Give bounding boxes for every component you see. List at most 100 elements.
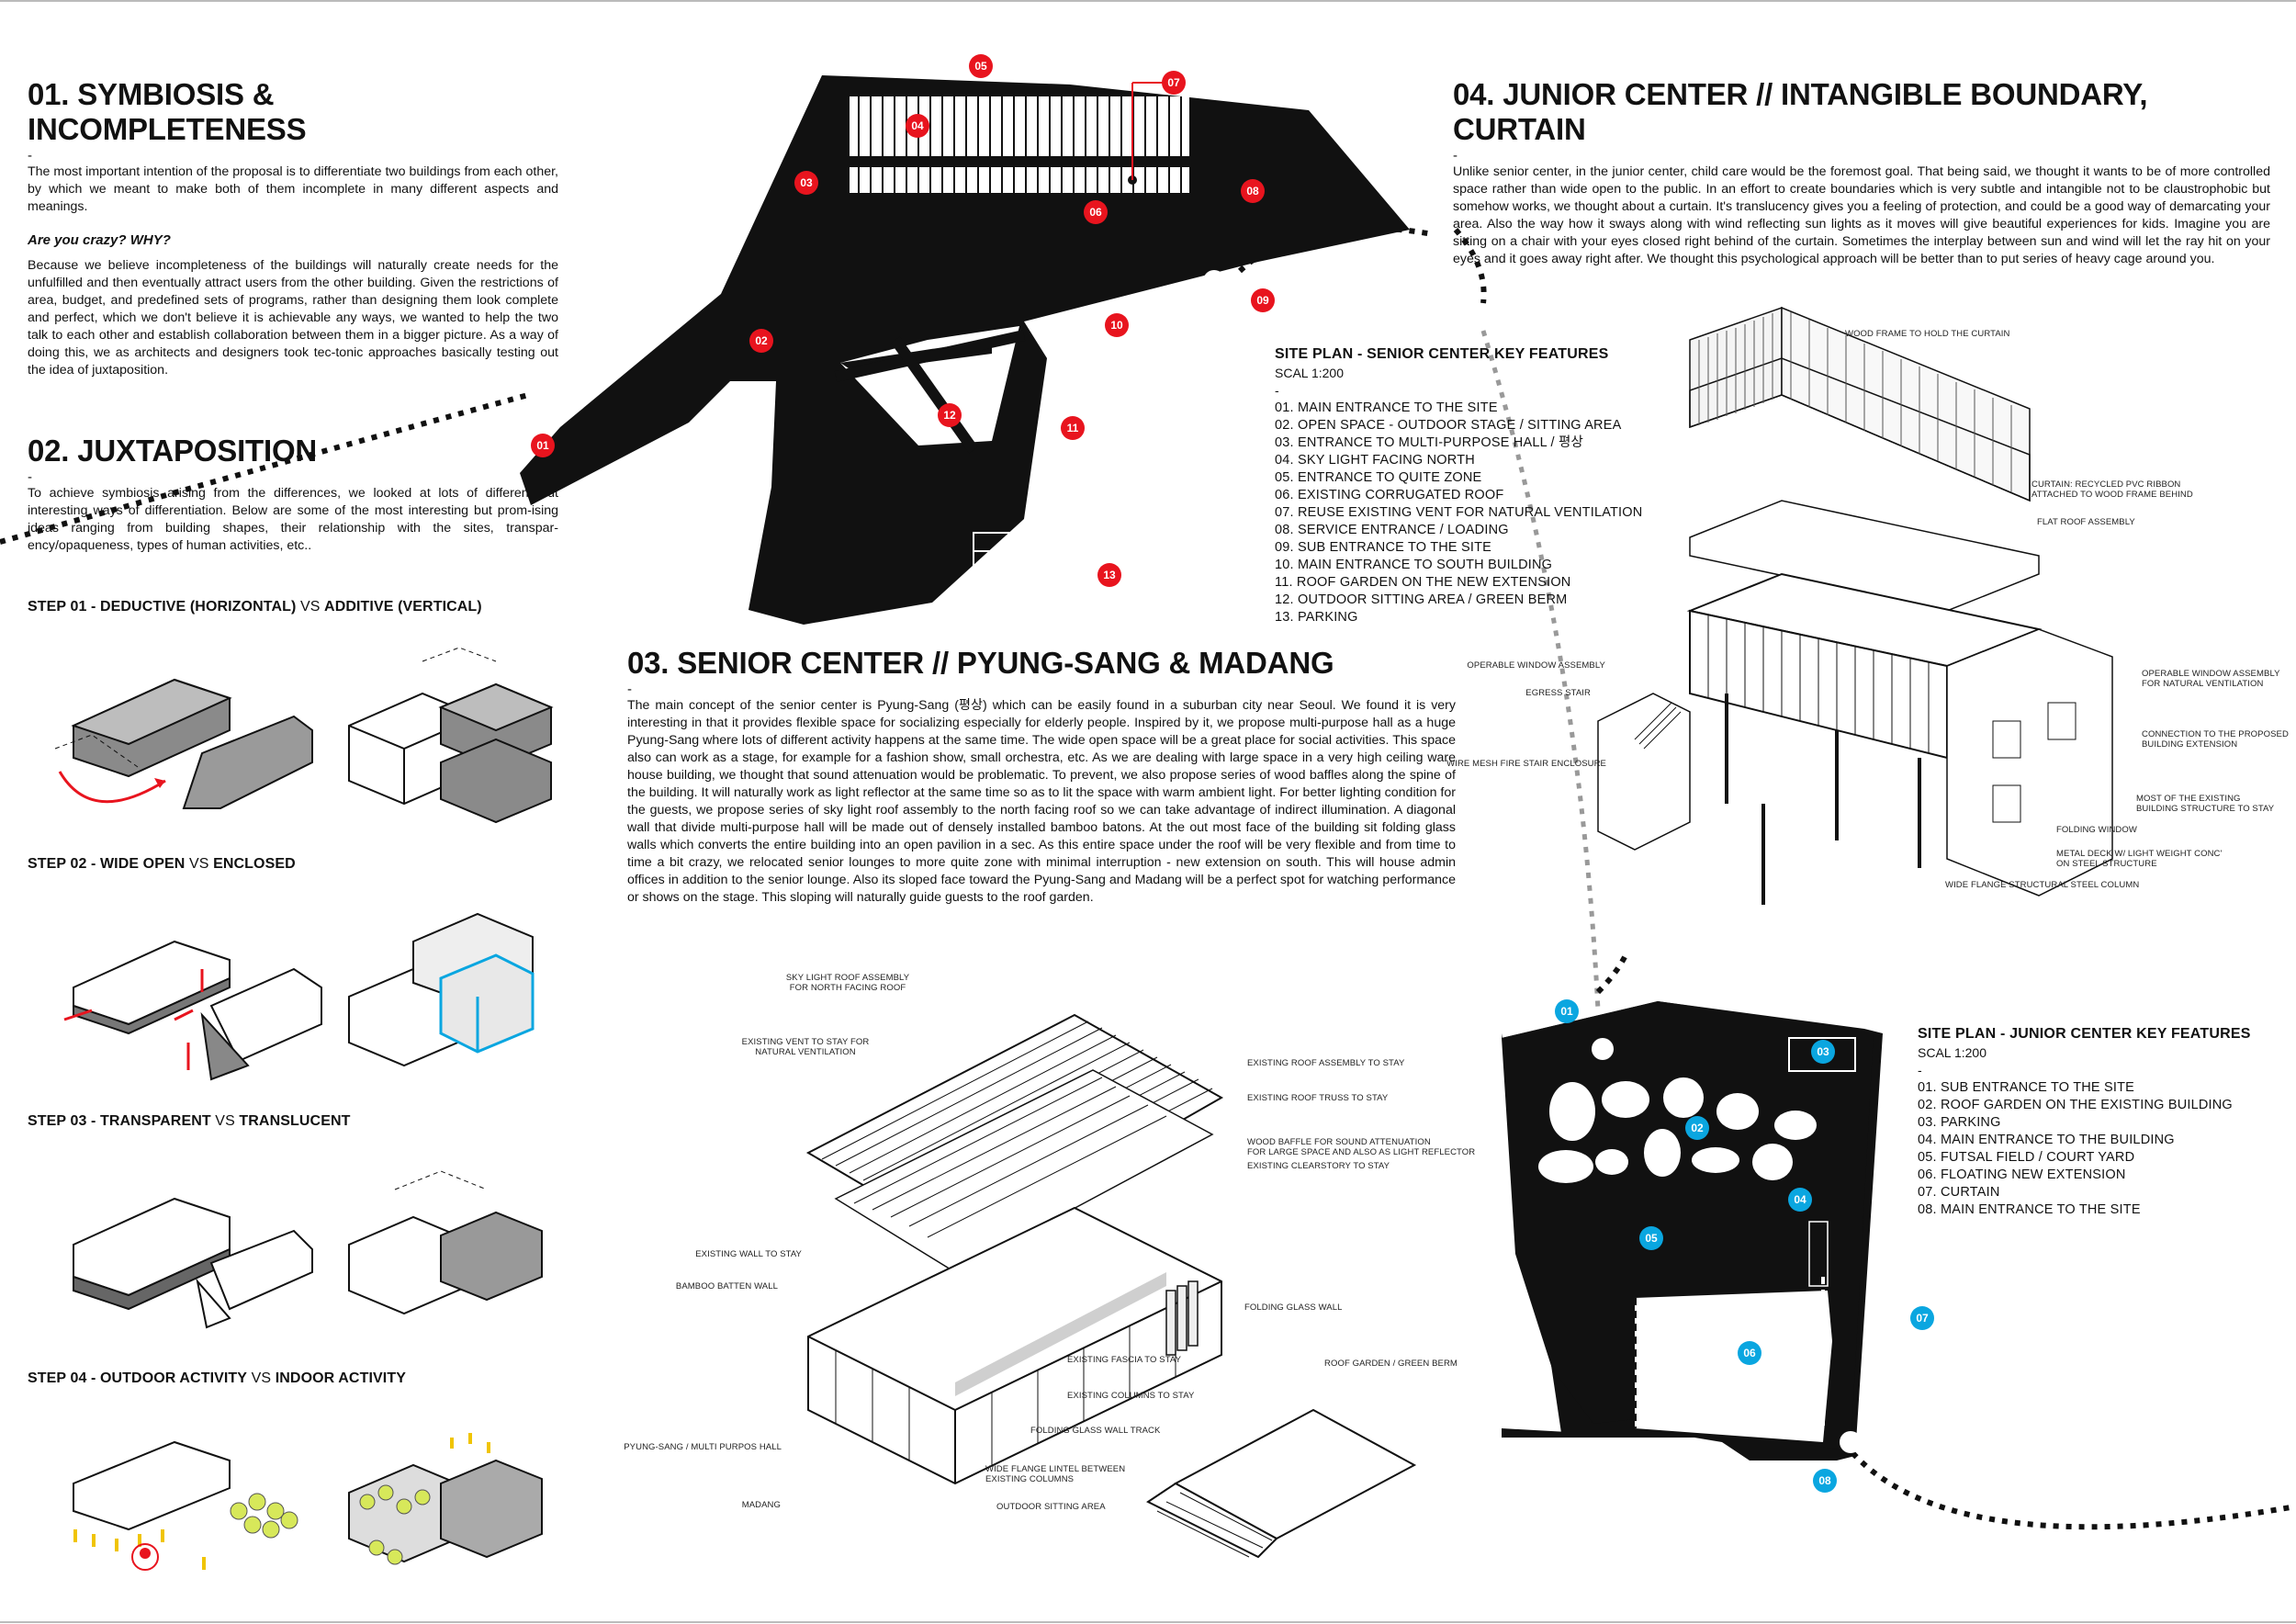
senior-axon-label: PYUNG-SANG / MULTI PURPOS HALL bbox=[624, 1442, 782, 1452]
senior-legend-item: 01. MAIN ENTRANCE TO THE SITE bbox=[1275, 400, 1498, 415]
senior-marker-01: 01 bbox=[531, 434, 555, 457]
section-01-title: 01. SYMBIOSIS & INCOMPLETENESS bbox=[28, 77, 307, 146]
senior-marker-05: 05 bbox=[969, 54, 993, 78]
step-04-indoor-diagram bbox=[348, 1433, 543, 1565]
senior-marker-07: 07 bbox=[1162, 71, 1186, 95]
section-03-title: 03. SENIOR CENTER // PYUNG-SANG & MADANG bbox=[627, 646, 1334, 680]
junior-legend-item: 03. PARKING bbox=[1918, 1115, 2001, 1130]
section-01-p2: Because we believe incompleteness of the… bbox=[28, 258, 558, 378]
step-02-wide-open-diagram bbox=[63, 940, 322, 1081]
top-border bbox=[0, 0, 2296, 2]
junior-legend-item: 05. FUTSAL FIELD / COURT YARD bbox=[1918, 1150, 2135, 1165]
step-03-heading: STEP 03 - TRANSPARENT VS TRANSLUCENT bbox=[28, 1113, 351, 1129]
junior-axon-label: CONNECTION TO THE PROPOSED BUILDING EXTE… bbox=[2142, 729, 2289, 750]
senior-center-axon-diagram bbox=[805, 1013, 1417, 1559]
junior-legend-item: 06. FLOATING NEW EXTENSION bbox=[1918, 1167, 2126, 1182]
section-04: 04. JUNIOR CENTER // INTANGIBLE BOUNDARY… bbox=[1453, 77, 2270, 268]
step-03-translucent-diagram bbox=[348, 1170, 543, 1315]
senior-axon-label: SKY LIGHT ROOF ASSEMBLY FOR NORTH FACING… bbox=[785, 973, 910, 993]
junior-site-plan-title: SITE PLAN - JUNIOR CENTER KEY FEATURES bbox=[1918, 1026, 2251, 1042]
senior-legend-item: 06. EXISTING CORRUGATED ROOF bbox=[1275, 488, 1504, 502]
step-01-heading: STEP 01 - DEDUCTIVE (HORIZONTAL) VS ADDI… bbox=[28, 599, 482, 615]
junior-axon-label: MOST OF THE EXISTING BUILDING STRUCTURE … bbox=[2136, 794, 2275, 814]
senior-axon-label: BAMBOO BATTEN WALL bbox=[675, 1281, 778, 1291]
junior-marker-05: 05 bbox=[1639, 1226, 1663, 1250]
senior-axon-label: EXISTING ROOF ASSEMBLY TO STAY bbox=[1247, 1058, 1405, 1068]
senior-marker-02: 02 bbox=[749, 329, 773, 353]
senior-axon-label: EXISTING WALL TO STAY bbox=[695, 1249, 802, 1259]
step-03-transparent-diagram bbox=[73, 1197, 313, 1329]
step-04-outdoor-diagram bbox=[73, 1440, 298, 1571]
senior-marker-11: 11 bbox=[1061, 416, 1085, 440]
junior-axon-label: FOLDING WINDOW bbox=[2056, 825, 2137, 835]
senior-legend-item: 04. SKY LIGHT FACING NORTH bbox=[1275, 453, 1475, 468]
junior-marker-08: 08 bbox=[1813, 1469, 1837, 1493]
senior-legend-item: 10. MAIN ENTRANCE TO SOUTH BUILDING bbox=[1275, 558, 1553, 572]
junior-center-axon-diagram bbox=[1597, 306, 2113, 905]
junior-legend-item: 02. ROOF GARDEN ON THE EXISTING BUILDING bbox=[1918, 1098, 2233, 1112]
senior-site-plan-scale: SCAL 1:200 bbox=[1275, 366, 1344, 380]
senior-axon-label: EXISTING ROOF TRUSS TO STAY bbox=[1247, 1093, 1389, 1103]
step-02-heading: STEP 02 - WIDE OPEN VS ENCLOSED bbox=[28, 856, 296, 872]
section-04-p1: Unlike senior center, in the junior cent… bbox=[1453, 164, 2270, 266]
junior-marker-06: 06 bbox=[1738, 1341, 1761, 1365]
junior-legend-item: 08. MAIN ENTRANCE TO THE SITE bbox=[1918, 1202, 2141, 1217]
senior-marker-06: 06 bbox=[1084, 200, 1108, 224]
senior-axon-label: EXISTING VENT TO STAY FOR NATURAL VENTIL… bbox=[741, 1037, 870, 1057]
senior-legend-item: 02. OPEN SPACE - OUTDOOR STAGE / SITTING… bbox=[1275, 418, 1622, 433]
junior-axon-label: CURTAIN: RECYCLED PVC RIBBON ATTACHED TO… bbox=[2032, 479, 2193, 500]
senior-axon-label: MADANG bbox=[741, 1500, 781, 1510]
senior-legend-item: 08. SERVICE ENTRANCE / LOADING bbox=[1275, 523, 1509, 537]
section-02-title: 02. JUXTAPOSITION bbox=[28, 434, 318, 468]
step-02-enclosed-diagram bbox=[348, 912, 535, 1067]
section-02: 02. JUXTAPOSITION - To achieve symbiosis… bbox=[28, 434, 558, 555]
senior-legend-item: 07. REUSE EXISTING VENT FOR NATURAL VENT… bbox=[1275, 505, 1643, 520]
step-01-deductive-diagram bbox=[54, 678, 313, 809]
section-02-p1: To achieve symbiosis arising from the di… bbox=[28, 486, 558, 553]
section-03: 03. SENIOR CENTER // PYUNG-SANG & MADANG… bbox=[627, 646, 1456, 907]
junior-marker-04: 04 bbox=[1788, 1188, 1812, 1212]
section-01-question: Are you crazy? WHY? bbox=[28, 232, 171, 248]
senior-axon-label: OUTDOOR SITTING AREA bbox=[996, 1502, 1106, 1512]
senior-site-plan-title: SITE PLAN - SENIOR CENTER KEY FEATURES bbox=[1275, 346, 1609, 362]
junior-marker-01: 01 bbox=[1555, 999, 1579, 1023]
junior-axon-label: FLAT ROOF ASSEMBLY bbox=[2037, 517, 2135, 527]
section-01-dash: - bbox=[28, 148, 32, 164]
senior-axon-label: WIDE FLANGE LINTEL BETWEEN EXISTING COLU… bbox=[985, 1464, 1126, 1484]
senior-legend-item: 09. SUB ENTRANCE TO THE SITE bbox=[1275, 540, 1492, 555]
junior-marker-02: 02 bbox=[1685, 1116, 1709, 1140]
senior-legend-item: 05. ENTRANCE TO QUITE ZONE bbox=[1275, 470, 1482, 485]
senior-marker-13: 13 bbox=[1097, 563, 1121, 587]
junior-axon-label: WIDE FLANGE STRUCTURAL STEEL COLUMN bbox=[1945, 880, 2140, 890]
junior-site-plan-dash: - bbox=[1918, 1063, 1922, 1077]
senior-site-plan-dash: - bbox=[1275, 383, 1279, 398]
senior-axon-label: EXISTING CLEARSTORY TO STAY bbox=[1247, 1161, 1390, 1171]
section-01-p1: The most important intention of the prop… bbox=[28, 164, 558, 214]
junior-axon-label: METAL DECK W/ LIGHT WEIGHT CONC' ON STEE… bbox=[2056, 849, 2223, 869]
senior-marker-10: 10 bbox=[1105, 313, 1129, 337]
section-03-p1: The main concept of the senior center is… bbox=[627, 698, 1456, 905]
senior-marker-04: 04 bbox=[906, 114, 929, 138]
section-01: 01. SYMBIOSIS & INCOMPLETENESS - The mos… bbox=[28, 77, 558, 379]
senior-axon-label: FOLDING GLASS WALL bbox=[1244, 1303, 1343, 1313]
section-03-dash: - bbox=[627, 682, 632, 697]
senior-axon-label: ROOF GARDEN / GREEN BERM bbox=[1324, 1359, 1458, 1369]
junior-axon-label: WOOD FRAME TO HOLD THE CURTAIN bbox=[1845, 329, 2010, 339]
junior-axon-label: OPERABLE WINDOW ASSEMBLY FOR NATURAL VEN… bbox=[2142, 669, 2280, 689]
senior-marker-09: 09 bbox=[1251, 288, 1275, 312]
senior-site-plan-list: 01. MAIN ENTRANCE TO THE SITE 02. OPEN SP… bbox=[1275, 400, 1716, 626]
section-04-dash: - bbox=[1453, 148, 1458, 164]
junior-axon-label: OPERABLE WINDOW ASSEMBLY bbox=[1467, 660, 1605, 671]
section-04-title: 04. JUNIOR CENTER // INTANGIBLE BOUNDARY… bbox=[1453, 77, 2148, 146]
senior-axon-label: EXISTING FASCIA TO STAY bbox=[1067, 1355, 1182, 1365]
bottom-border bbox=[0, 1621, 2296, 1623]
junior-axon-label: WIRE MESH FIRE STAIR ENCLOSURE bbox=[1446, 759, 1606, 769]
senior-axon-label: FOLDING GLASS WALL TRACK bbox=[1030, 1426, 1161, 1436]
senior-marker-12: 12 bbox=[938, 403, 962, 427]
senior-legend-item: 13. PARKING bbox=[1275, 610, 1358, 625]
senior-marker-03: 03 bbox=[794, 171, 818, 195]
junior-legend-item: 04. MAIN ENTRANCE TO THE BUILDING bbox=[1918, 1133, 2175, 1147]
junior-legend-item: 07. CURTAIN bbox=[1918, 1185, 2000, 1200]
senior-legend-item: 12. OUTDOOR SITTING AREA / GREEN BERM bbox=[1275, 592, 1568, 607]
